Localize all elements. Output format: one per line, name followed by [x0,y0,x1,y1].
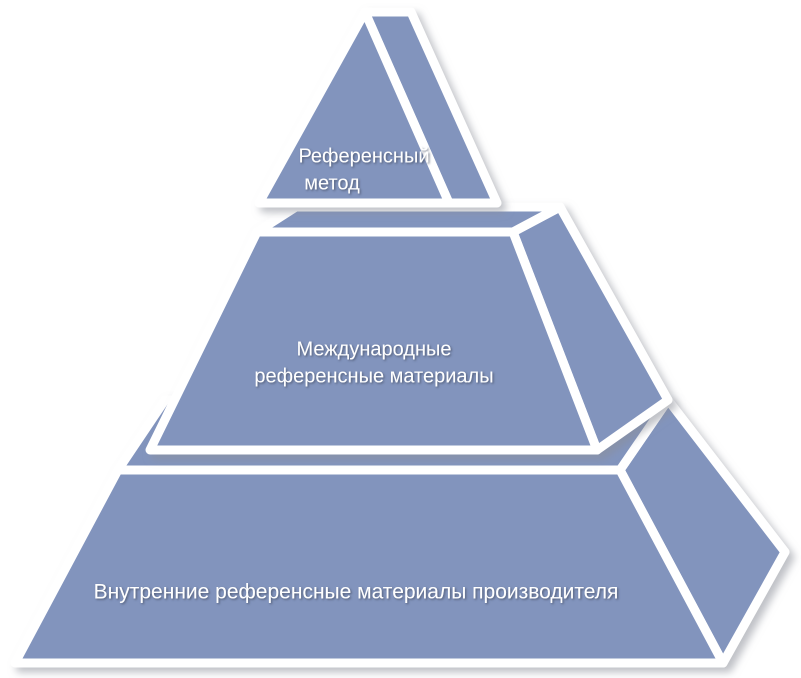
tier-bottom-front-face [10,465,728,668]
pyramid-tier-middle[interactable] [145,202,673,455]
tier-top-front-face [254,7,454,208]
tier-middle-front-face [145,227,602,455]
pyramid-tier-top[interactable] [254,7,502,208]
tier-bottom-label-line1: Внутренние референсные материалы произво… [94,581,619,604]
tier-middle-label: Международные референсные материалы [254,338,493,387]
tier-top-label: Референсный метод [298,145,429,194]
tier-bottom-label: Внутренние референсные материалы произво… [94,581,619,604]
tier-middle-label-line1: Международные [296,338,451,360]
tier-middle-label-line2: референсные материалы [254,365,493,387]
tier-top-label-line1: Референсный [298,145,429,167]
tier-top-label-line2: метод [304,172,360,194]
